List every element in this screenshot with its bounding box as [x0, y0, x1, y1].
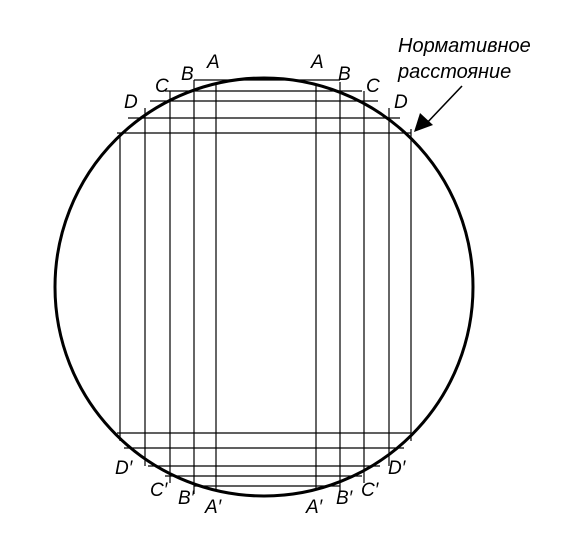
label-bottom-right-C: C′ [361, 480, 380, 501]
label-bottom-left-A: A′ [204, 497, 223, 518]
label-bottom-left-B: B′ [178, 488, 196, 509]
label-bottom-right-A: A′ [305, 497, 324, 518]
label-top-left-A: A [206, 52, 220, 73]
label-top-left-C: C [155, 76, 169, 97]
label-bottom-left-C: C′ [150, 480, 169, 501]
annotation-arrow-head [414, 113, 433, 132]
label-top-right-A: A [310, 52, 324, 73]
label-bottom-right-D: D′ [388, 458, 407, 479]
annotation-line-1: Нормативное [398, 35, 531, 57]
label-bottom-left-D: D′ [115, 458, 134, 479]
label-top-right-B: B [338, 64, 351, 85]
label-bottom-right-B: B′ [336, 488, 354, 509]
annotation-arrow-shaft [423, 85, 463, 127]
label-top-left-D: D [124, 92, 138, 113]
annotation-line-2: расстояние [397, 61, 511, 83]
label-top-right-C: C [366, 76, 380, 97]
outer-circle [53, 76, 475, 498]
label-top-left-B: B [181, 64, 194, 85]
label-top-right-D: D [394, 92, 408, 113]
